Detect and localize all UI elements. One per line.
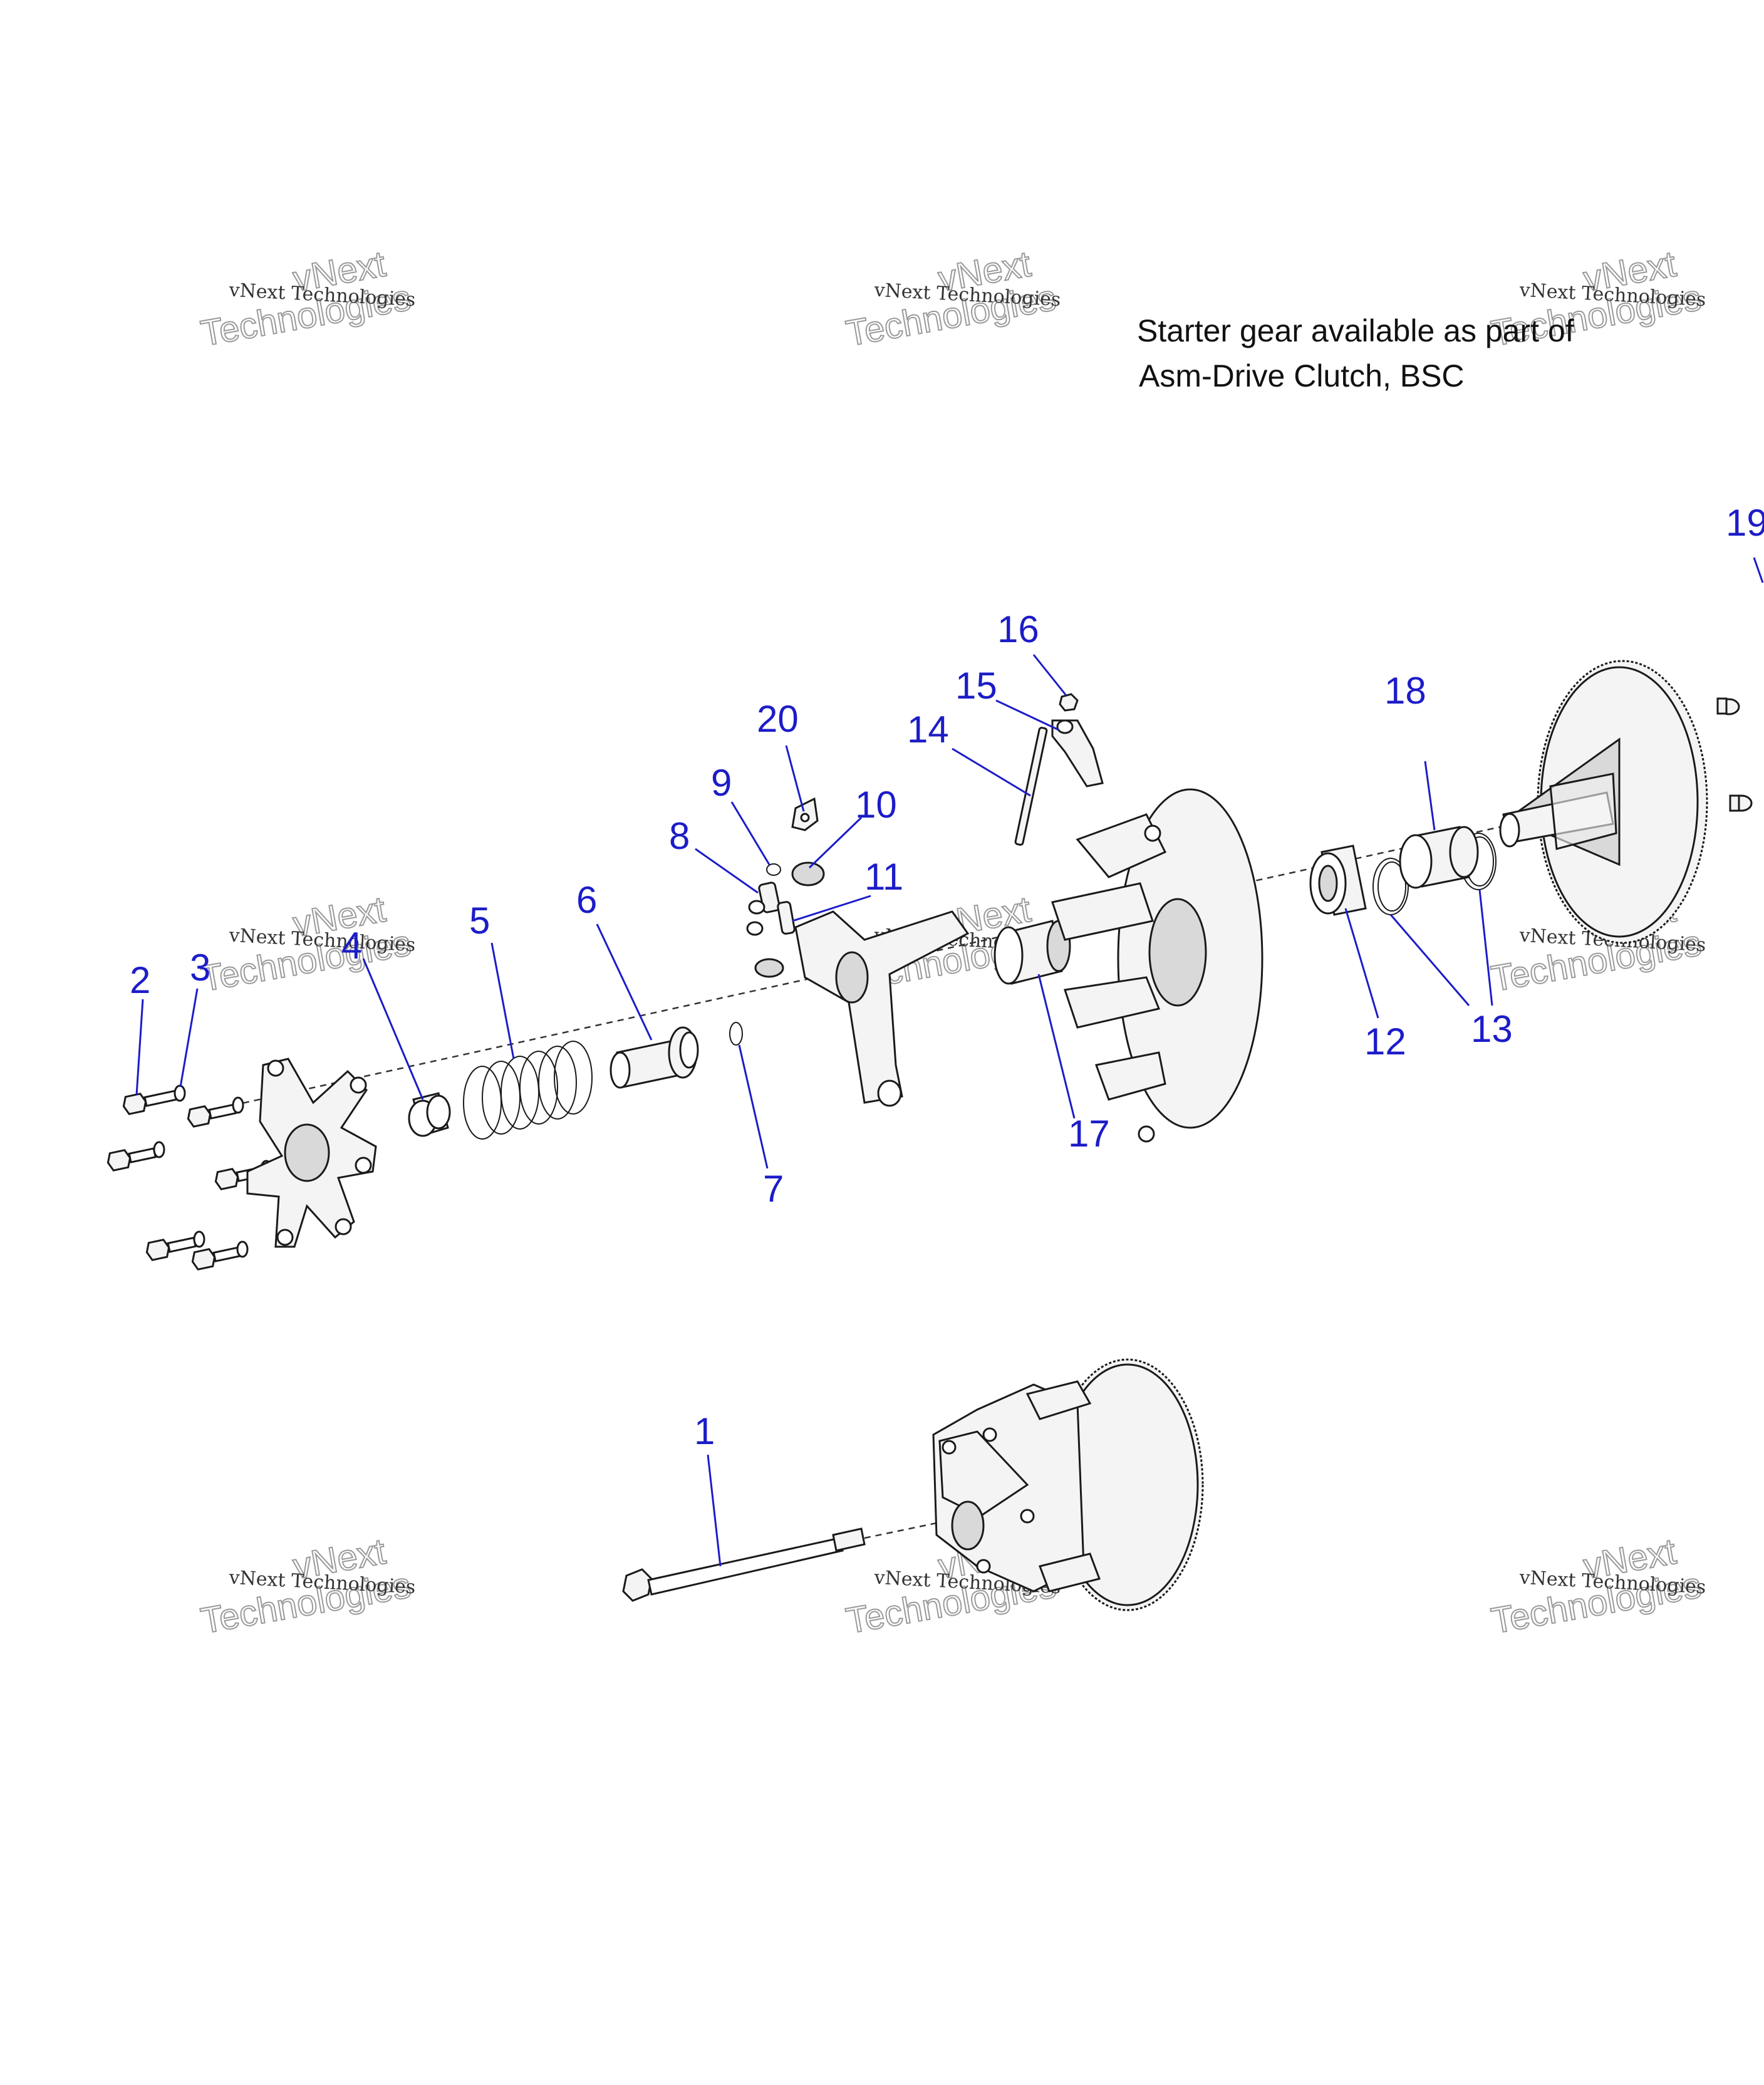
part-18-sleeve <box>1399 826 1479 889</box>
bolt <box>145 1236 197 1261</box>
exploded-axis-upper <box>187 819 1529 1116</box>
callout-6: 6 <box>576 879 597 921</box>
bolts-and-washers <box>106 1084 272 1271</box>
washer <box>232 1096 244 1114</box>
watermark-top-right: Technologies vNext vNext Technologies <box>1488 243 1706 355</box>
watermark-top-left: Technologies vNext vNext Technologies <box>197 243 416 355</box>
callout-12: 12 <box>1364 1021 1406 1063</box>
washer <box>193 1230 205 1248</box>
callout-2: 2 <box>130 959 150 1001</box>
callout-14: 14 <box>907 709 949 751</box>
bolt <box>122 1089 179 1115</box>
callout-7: 7 <box>763 1168 784 1210</box>
part-7-oring <box>729 1022 743 1046</box>
callout-10: 10 <box>855 784 897 826</box>
part-12-bearing <box>1309 845 1367 916</box>
part-1-bolt <box>622 1527 866 1602</box>
callout-4: 4 <box>341 925 362 967</box>
stationary-sheave-with-starter-gear <box>1499 660 1708 944</box>
spider-arm <box>794 910 970 1107</box>
note-line-1: Starter gear available as part of <box>1137 313 1574 348</box>
bolt <box>187 1103 237 1128</box>
part-10-button <box>791 861 825 887</box>
callout-17: 17 <box>1068 1113 1110 1155</box>
part-13-ring-a-inner <box>1377 861 1406 912</box>
part-15-weight <box>1051 719 1104 788</box>
callout-13: 13 <box>1471 1008 1513 1050</box>
moveable-sheave <box>1051 788 1263 1143</box>
callout-20: 20 <box>757 698 799 740</box>
spacer-disc <box>754 958 784 978</box>
washer <box>236 1240 249 1258</box>
washer <box>153 1141 165 1158</box>
spider-plate <box>246 1058 377 1248</box>
part-16-nut <box>1059 693 1079 712</box>
callout-19: 19 <box>1726 502 1764 544</box>
callout-1: 1 <box>694 1410 715 1452</box>
callout-11: 11 <box>864 856 903 898</box>
part-5-spring <box>463 1041 593 1140</box>
starter-gear-bolts <box>1716 697 1753 812</box>
part-6-sleeve <box>610 1026 699 1089</box>
bolt <box>191 1246 241 1271</box>
part-20-clip <box>791 797 819 831</box>
callout-15: 15 <box>955 665 997 707</box>
callout-9: 9 <box>711 762 732 804</box>
washer <box>174 1084 186 1102</box>
callout-8: 8 <box>669 815 690 857</box>
assembled-clutch <box>932 1358 1204 1611</box>
watermark-bottom-left: Technologies vNext vNext Technologies <box>197 1531 416 1643</box>
bolt <box>106 1147 157 1172</box>
part-14-pin <box>1014 727 1048 846</box>
leader-lines <box>135 557 1764 1567</box>
part-9-washer <box>766 863 781 876</box>
watermark-top-center: Technologies vNext vNext Technologies <box>843 243 1061 355</box>
part-11-pin <box>777 901 796 935</box>
watermark-mid-left: Technologies vNext vNext Technologies <box>197 888 416 1001</box>
part-4-bushing <box>408 1092 451 1137</box>
watermark-bottom-right: Technologies vNext vNext Technologies <box>1488 1531 1706 1643</box>
exploded-axis-lower <box>864 1521 940 1539</box>
part-17-bushing <box>994 920 1071 985</box>
callout-5: 5 <box>469 900 490 942</box>
part-8-roller-parts <box>746 881 781 936</box>
callout-3: 3 <box>190 947 210 989</box>
callout-16: 16 <box>997 608 1039 650</box>
callout-18: 18 <box>1384 670 1426 712</box>
note-line-2: Asm-Drive Clutch, BSC <box>1139 358 1465 393</box>
